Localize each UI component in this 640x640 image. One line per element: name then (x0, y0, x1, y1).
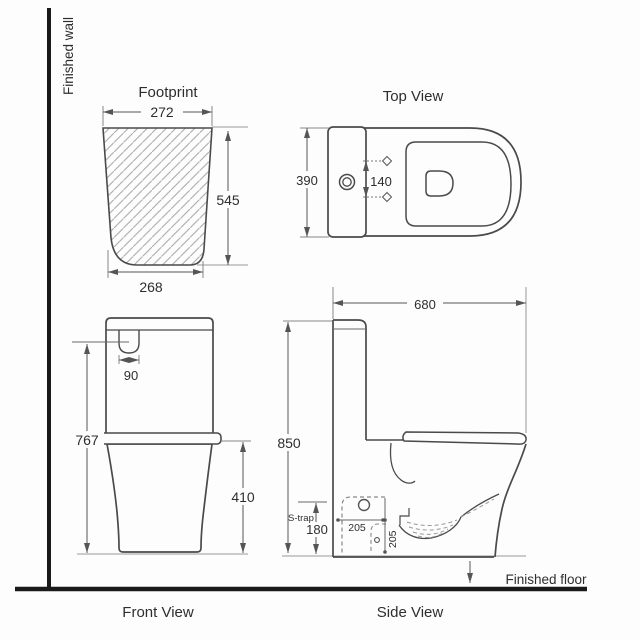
dim-text-mask (303, 522, 330, 537)
dim-850: 850 (277, 435, 301, 451)
top-view-title: Top View (383, 88, 444, 105)
dim-dot (336, 518, 340, 522)
dim-90: 90 (124, 368, 138, 383)
top-view: Top View 390 140 (292, 88, 522, 238)
water-line (412, 528, 449, 535)
fixing-hole-marker (381, 155, 393, 167)
water-line (408, 524, 454, 531)
s-trap-label: S-trap (288, 513, 314, 524)
dim-text-mask (141, 104, 183, 120)
bowl-interior-curve (398, 493, 500, 540)
footprint-title: Footprint (138, 84, 198, 101)
dim-140: 140 (370, 174, 392, 189)
flush-button-front (118, 330, 140, 354)
bowl-front-curve (494, 443, 527, 558)
dim-545: 545 (216, 192, 240, 208)
cistern-front-outline (105, 317, 214, 435)
dim-text-mask (272, 434, 305, 451)
footprint-outline-hatched (102, 127, 213, 266)
dim-text-mask (70, 431, 104, 448)
water-line (406, 519, 458, 526)
seat-profile (402, 431, 527, 445)
dim-text-mask (227, 488, 259, 505)
bowl-front-outline (105, 443, 213, 553)
room-structure: Finished wall Finished floor (15, 8, 587, 592)
front-view-title: Front View (122, 604, 194, 621)
inlet-step (399, 508, 410, 525)
water-line (417, 532, 444, 538)
footprint-view: Footprint 272 545 268 (102, 84, 248, 295)
trap-inner-dashed (370, 523, 386, 553)
front-view: Front View 90 767 410 (70, 317, 259, 621)
side-view-title: Side View (377, 604, 444, 621)
dim-390: 390 (296, 173, 318, 188)
trap-hole-circle (357, 498, 371, 512)
bowl-opening-outline (425, 170, 454, 197)
cistern-profile (333, 319, 367, 440)
finished-floor-label: Finished floor (505, 572, 587, 587)
seat-outline (405, 141, 512, 227)
water-line (460, 498, 495, 518)
dim-text-mask (345, 522, 369, 533)
flush-button-outer (338, 173, 356, 191)
dim-680: 680 (414, 297, 436, 312)
fixing-hole-marker (381, 191, 393, 203)
dim-272: 272 (150, 104, 174, 120)
dim-205-vertical: 205 (387, 530, 399, 548)
dim-180: 180 (306, 522, 328, 537)
side-view: Side View 680 205 (272, 287, 527, 621)
dim-767: 767 (75, 432, 99, 448)
dim-text-mask (407, 295, 443, 311)
dim-dot (383, 550, 387, 554)
dim-text-mask (211, 191, 245, 208)
dim-text-mask (292, 171, 323, 188)
outlet-hole-circle (374, 537, 380, 543)
seat-band (98, 432, 222, 445)
flush-button-inner (342, 177, 352, 187)
finished-wall-label: Finished wall (61, 17, 76, 95)
cistern-outline (327, 126, 367, 238)
dim-205-horizontal: 205 (348, 522, 366, 534)
bowl-rear-interior-curve (389, 442, 416, 484)
dim-268: 268 (139, 279, 163, 295)
dim-410: 410 (231, 489, 255, 505)
dim-dot (383, 518, 387, 522)
